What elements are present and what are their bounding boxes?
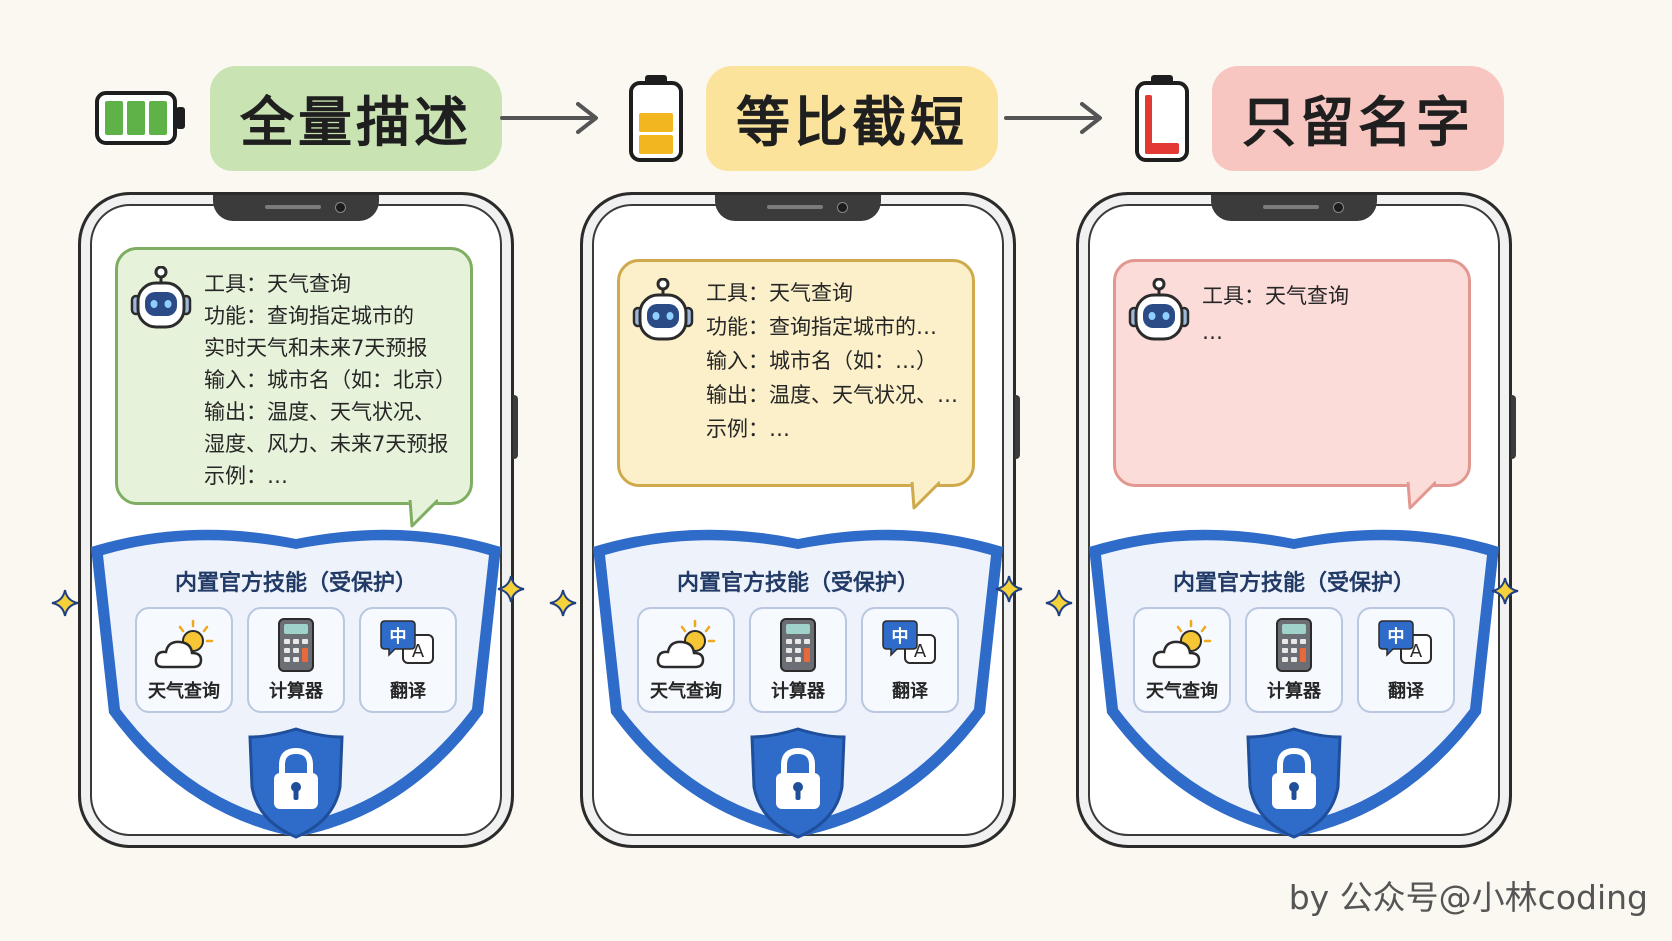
sparkle-icon	[1045, 589, 1073, 617]
padlock-icon	[750, 727, 846, 839]
translate-zh-glyph: 中	[1388, 626, 1405, 647]
bubble-tail	[910, 480, 940, 510]
description-line: 湿度、风力、未来7天预报	[204, 432, 449, 456]
builtin-skills-shield: 内置官方技能（受保护） 天气查询	[79, 515, 513, 845]
bubble-tail	[408, 498, 438, 528]
padlock-icon	[248, 727, 344, 839]
stage-header-name-only: 只留名字	[1134, 65, 1504, 171]
skill-label: 翻译	[892, 681, 928, 702]
phone-notch	[715, 195, 881, 221]
description-line: 示例：…	[204, 464, 288, 488]
phone-truncated-description: 工具：天气查询 功能：查询指定城市的… 输入：城市名（如：…） 输出：温度、天气…	[580, 192, 1020, 848]
skill-label: 翻译	[1388, 681, 1424, 702]
description-lines: 工具：天气查询 功能：查询指定城市的… 输入：城市名（如：…） 输出：温度、天气…	[706, 276, 958, 446]
builtin-skills-title: 内置官方技能（受保护）	[174, 571, 417, 596]
skill-tile-weather: 天气查询	[637, 607, 735, 713]
phone-full-description: 工具：天气查询 功能：查询指定城市的 实时天气和未来7天预报 输入：城市名（如：…	[78, 192, 518, 848]
phone-side-button	[1511, 395, 1516, 459]
phone-side-button	[1015, 395, 1020, 459]
skill-tiles: 天气查询 计算器	[637, 607, 959, 713]
builtin-skills-shield: 内置官方技能（受保护） 天气查询	[581, 515, 1015, 845]
description-line: 工具：天气查询	[706, 281, 853, 305]
weather-sun-cloud-icon	[154, 619, 214, 669]
battery-full-icon	[94, 90, 188, 146]
sparkle-icon	[549, 589, 577, 617]
description-lines: 工具：天气查询 …	[1202, 278, 1349, 350]
robot-icon	[1128, 278, 1190, 341]
phone-name-only: 工具：天气查询 … 内置官方技能（受保护）	[1076, 192, 1516, 848]
translate-icon: A 中	[380, 620, 434, 664]
translate-icon: A 中	[1378, 620, 1432, 664]
skill-tile-translate: A 中 翻译	[861, 607, 959, 713]
skill-tile-translate: A 中 翻译	[1357, 607, 1455, 713]
description-line: 功能：查询指定城市的	[204, 304, 414, 328]
description-line: 功能：查询指定城市的…	[706, 315, 937, 339]
skill-tile-weather: 天气查询	[135, 607, 233, 713]
builtin-skills-title: 内置官方技能（受保护）	[1172, 571, 1415, 596]
stage-title-truncated: 等比截短	[706, 65, 998, 171]
sparkle-icon	[995, 575, 1023, 603]
sparkle-icon	[1491, 577, 1519, 605]
bubble-tail	[1406, 480, 1436, 510]
tool-description-bubble: 工具：天气查询 功能：查询指定城市的… 输入：城市名（如：…） 输出：温度、天气…	[617, 259, 975, 510]
phone-notch	[1211, 195, 1377, 221]
skill-label: 天气查询	[148, 681, 220, 702]
description-line: 输出：温度、天气状况、	[204, 400, 435, 424]
phone-notch	[213, 195, 379, 221]
skill-label: 天气查询	[650, 681, 722, 702]
phone-side-button	[513, 395, 518, 459]
padlock-icon	[1246, 727, 1342, 839]
description-lines: 工具：天气查询 功能：查询指定城市的 实时天气和未来7天预报 输入：城市名（如：…	[204, 268, 456, 492]
description-line: …	[1202, 320, 1223, 344]
description-line: 输出：温度、天气状况、…	[706, 383, 958, 407]
robot-icon	[130, 266, 192, 329]
tool-description-bubble: 工具：天气查询 功能：查询指定城市的 实时天气和未来7天预报 输入：城市名（如：…	[115, 247, 473, 528]
sparkle-icon	[51, 589, 79, 617]
translate-icon: A 中	[882, 620, 936, 664]
description-line: 示例：…	[706, 417, 790, 441]
arrow-right-icon	[500, 102, 598, 134]
skill-label: 天气查询	[1146, 681, 1218, 702]
weather-sun-cloud-icon	[656, 619, 716, 669]
skill-tile-calculator: 计算器	[247, 607, 345, 713]
description-line: 实时天气和未来7天预报	[204, 336, 428, 360]
skill-tiles: 天气查询 计算器	[1133, 607, 1455, 713]
arrow-right-icon	[1004, 102, 1102, 134]
builtin-skills-title: 内置官方技能（受保护）	[676, 571, 919, 596]
stage-header-truncated: 等比截短	[628, 65, 998, 171]
description-line: 输入：城市名（如：北京）	[204, 368, 456, 392]
skill-tile-translate: A 中 翻译	[359, 607, 457, 713]
translate-zh-glyph: 中	[390, 626, 407, 647]
description-line: 输入：城市名（如：…）	[706, 349, 937, 373]
skill-label: 计算器	[771, 681, 825, 702]
stage-title-name-only: 只留名字	[1212, 65, 1504, 171]
robot-icon	[632, 278, 694, 341]
battery-low-icon	[1134, 73, 1190, 163]
tool-description-bubble: 工具：天气查询 …	[1113, 259, 1471, 510]
skill-tile-weather: 天气查询	[1133, 607, 1231, 713]
skill-label: 计算器	[269, 681, 323, 702]
translate-zh-glyph: 中	[892, 626, 909, 647]
sparkle-icon	[497, 575, 525, 603]
calculator-icon	[780, 618, 816, 672]
calculator-icon	[278, 618, 314, 672]
calculator-icon	[1276, 618, 1312, 672]
skill-label: 翻译	[390, 681, 426, 702]
battery-half-icon	[628, 73, 684, 163]
stage-header-full: 全量描述	[94, 65, 502, 171]
builtin-skills-shield: 内置官方技能（受保护） 天气查询	[1077, 515, 1511, 845]
weather-sun-cloud-icon	[1152, 619, 1212, 669]
skill-label: 计算器	[1267, 681, 1321, 702]
description-line: 工具：天气查询	[1202, 284, 1349, 308]
description-line: 工具：天气查询	[204, 272, 351, 296]
skill-tile-calculator: 计算器	[749, 607, 847, 713]
skill-tiles: 天气查询 计算器	[135, 607, 457, 713]
author-credit: by 公众号@小林coding	[1288, 878, 1648, 917]
skill-tile-calculator: 计算器	[1245, 607, 1343, 713]
stage-title-full: 全量描述	[210, 65, 502, 171]
